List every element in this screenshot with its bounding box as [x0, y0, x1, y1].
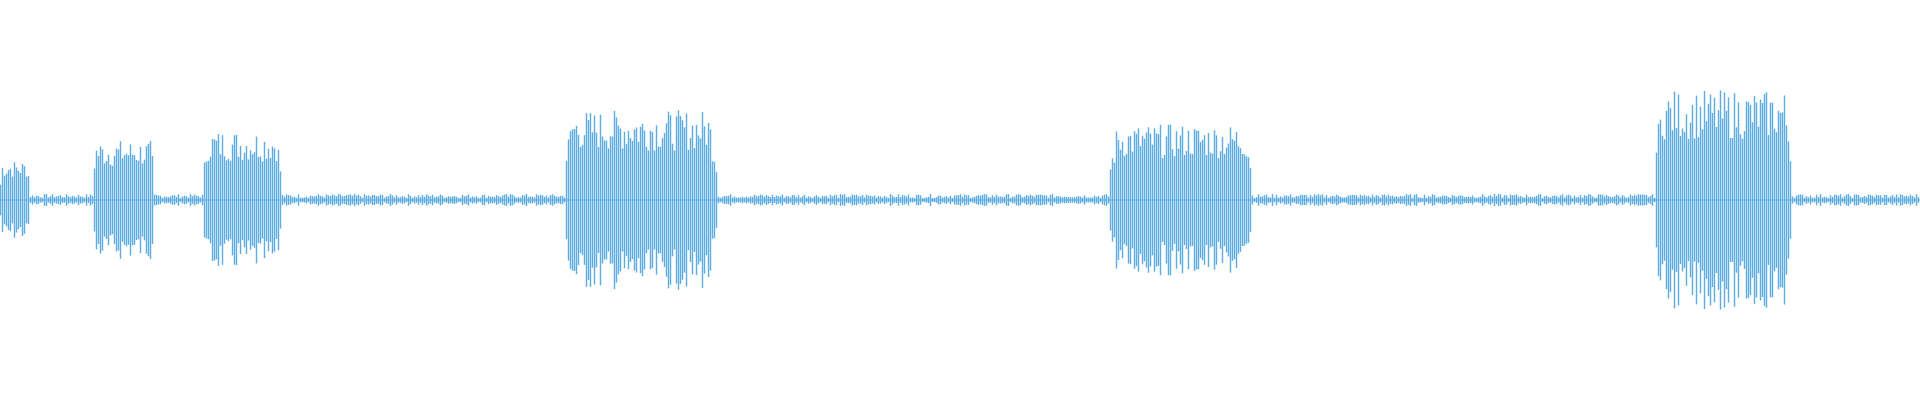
waveform-bars — [0, 90, 1920, 310]
